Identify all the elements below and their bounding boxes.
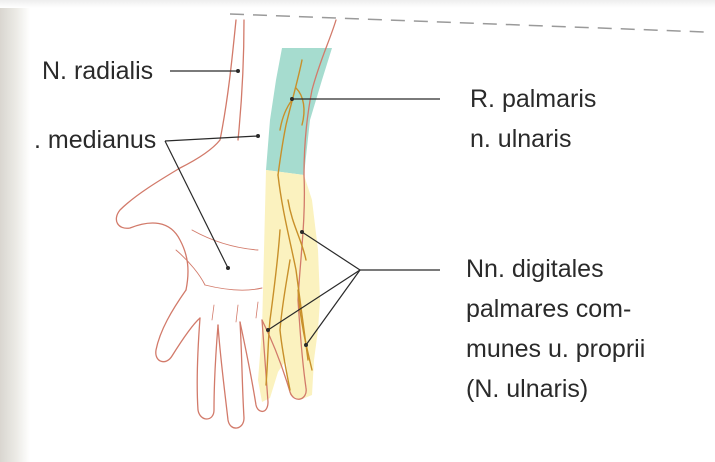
leader-medianus-b [165, 141, 228, 268]
label-n-medianus: . medianus [34, 125, 156, 155]
dashed-edge-line [230, 14, 705, 32]
label-digitales-line3: munes u. proprii [466, 334, 645, 364]
leader-medianus-a [165, 136, 258, 141]
label-digitales-line1: Nn. digitales [466, 254, 604, 284]
label-digitales-line4: (N. ulnaris) [466, 374, 588, 404]
label-n-radialis: N. radialis [42, 56, 153, 86]
label-r-palmaris-line2: n. ulnaris [470, 124, 571, 154]
label-r-palmaris-line1: R. palmaris [470, 84, 596, 114]
ulnar-forearm-zone [266, 48, 332, 175]
label-digitales-line2: palmares com- [466, 294, 631, 324]
